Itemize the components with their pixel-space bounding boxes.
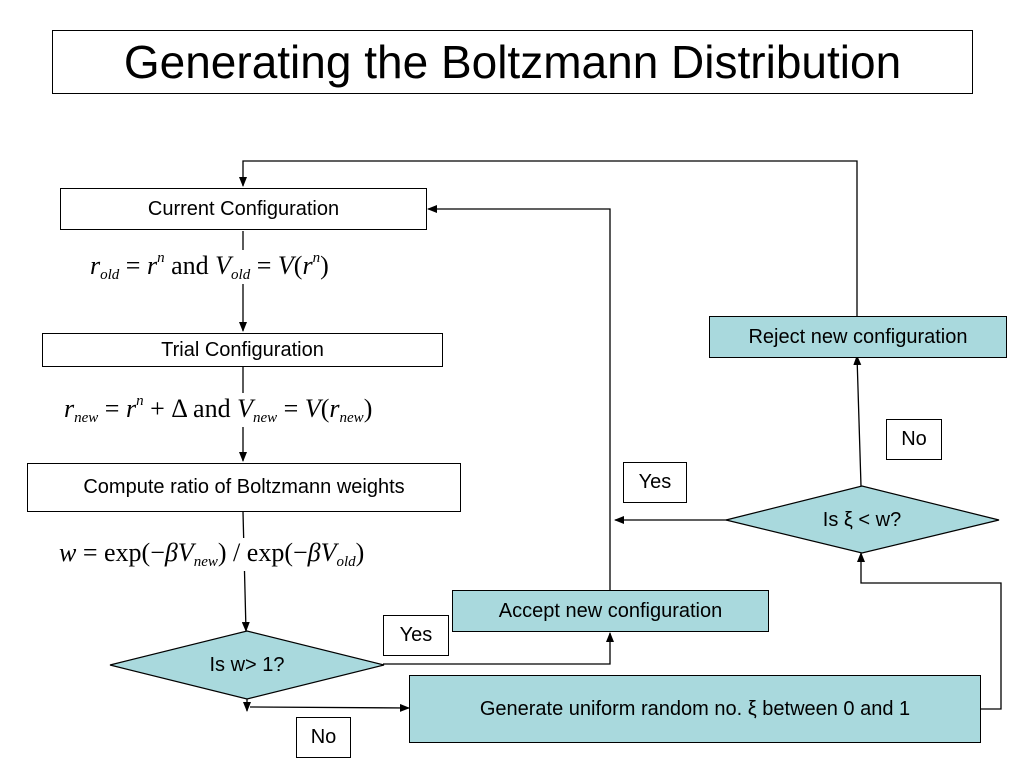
compute-ratio-box: Compute ratio of Boltzmann weights (27, 463, 461, 512)
decision-is-xi-lt-w-label: Is ξ < w? (822, 509, 902, 531)
edge-generate-to-xi (857, 552, 1002, 710)
trial-configuration-label: Trial Configuration (161, 338, 324, 361)
accept-configuration-label: Accept new configuration (498, 599, 723, 622)
current-configuration-box: Current Configuration (60, 188, 427, 230)
no-label-box-generate: No (296, 717, 351, 758)
equation-old-configuration: rold = rn and Vold = V(rn) (88, 250, 331, 284)
generate-random-label: Generate uniform random no. ξ between 0 … (479, 697, 911, 720)
edge-no-to-generate (249, 703, 410, 712)
yes-label-box-accept: Yes (383, 615, 449, 656)
yes-label: Yes (638, 471, 672, 493)
accept-configuration-box: Accept new configuration (452, 590, 769, 632)
edge-yes-to-accept (383, 632, 614, 665)
current-configuration-label: Current Configuration (147, 197, 340, 220)
slide-title: Generating the Boltzmann Distribution (52, 30, 973, 94)
yes-label: Yes (399, 624, 433, 646)
decision-is-w-gt-1-label: Is w> 1? (209, 654, 285, 676)
compute-ratio-label: Compute ratio of Boltzmann weights (83, 476, 405, 498)
diamond-is-w-gt-1 (109, 630, 385, 700)
equation-weight-ratio: w = exp(−βVnew) / exp(−βVold) (57, 538, 367, 571)
no-label-box-reject: No (886, 419, 942, 460)
reject-configuration-box: Reject new configuration (709, 316, 1007, 358)
equation-new-configuration: rnew = rn + Δ and Vnew = V(rnew) (62, 393, 375, 427)
no-label: No (310, 726, 337, 748)
generate-random-box: Generate uniform random no. ξ between 0 … (409, 675, 981, 743)
no-label: No (901, 428, 927, 450)
trial-configuration-box: Trial Configuration (42, 333, 443, 367)
edge-xi-no-to-reject (853, 355, 862, 487)
diamond-is-xi-lt-w (725, 485, 1000, 554)
edge-compute-to-decision (241, 511, 250, 632)
edge-reject-to-current (239, 160, 858, 318)
yes-label-box-xi: Yes (623, 462, 687, 503)
edge-accept-to-current (427, 205, 611, 590)
reject-configuration-label: Reject new configuration (748, 325, 968, 348)
